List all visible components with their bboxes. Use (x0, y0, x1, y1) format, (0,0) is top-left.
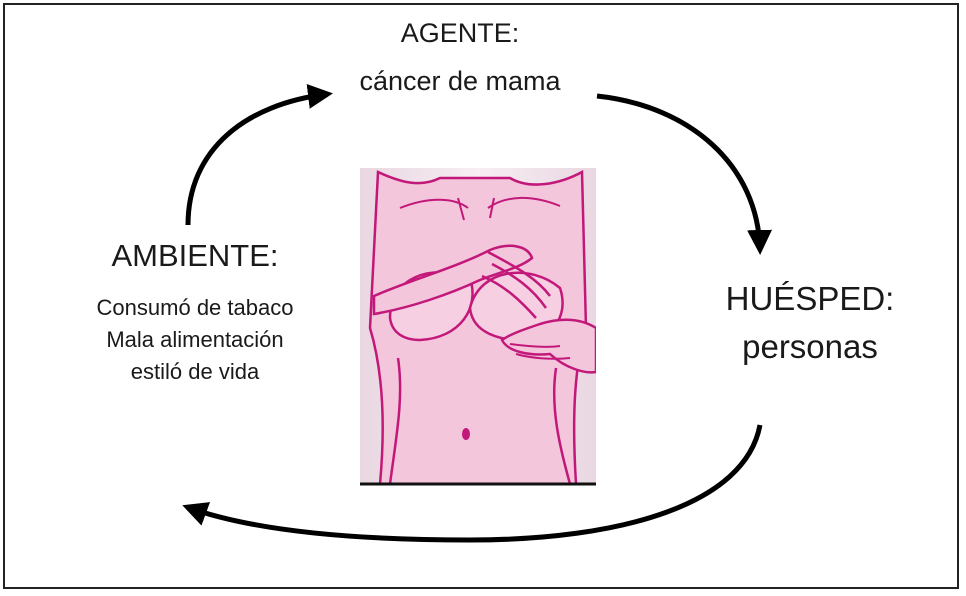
arrow-agent-to-host (596, 93, 773, 255)
environment-list: Consumó de tabaco Mala alimentación esti… (40, 292, 350, 388)
environment-item: Consumó de tabaco (96, 295, 294, 320)
agent-title: AGENTE: (400, 18, 520, 48)
diagram-frame (3, 3, 959, 589)
environment-title: AMBIENTE: (111, 238, 279, 273)
breast-self-exam-illustration (360, 168, 596, 486)
host-title: HUÉSPED: (725, 280, 895, 317)
arrow-host-to-environment (182, 424, 763, 543)
agent-value: cáncer de mama (359, 66, 561, 96)
environment-item: Mala alimentación (106, 327, 284, 352)
arrow-environment-to-agent (185, 83, 333, 226)
environment-item: estiló de vida (130, 359, 260, 384)
host-value: personas (742, 328, 878, 365)
